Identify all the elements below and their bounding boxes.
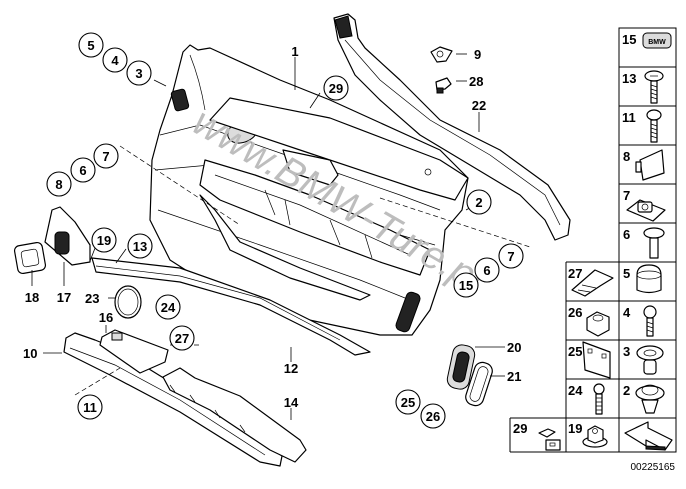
callout-8: 8 [46,171,72,197]
circled-callouts: 5 4 3 29 7 6 8 19 13 24 27 11 2 7 6 15 2… [46,32,524,429]
svg-text:24: 24 [161,300,176,315]
callout-29-top: 29 [323,75,349,101]
svg-text:13: 13 [133,239,147,254]
label-23: 23 [85,291,99,306]
label-16: 16 [99,310,113,325]
svg-text:29: 29 [329,81,343,96]
bolt-24-icon [593,383,605,415]
speaker-ring-23 [114,285,142,319]
trim-strip [91,257,371,356]
svg-text:15: 15 [459,278,473,293]
callout-15-main: 15 [453,272,479,298]
svg-text:2: 2 [475,195,482,210]
grid-label-5: 5 [623,266,630,281]
svg-text:5: 5 [87,38,94,53]
clip-9 [430,46,453,63]
grid-label-7: 7 [623,188,630,203]
grab-handle [333,13,571,241]
switch-carrier [162,367,307,463]
label-14: 14 [284,395,299,410]
grid-label-4: 4 [623,305,631,320]
grid-label-24: 24 [568,383,583,398]
svg-text:4: 4 [111,53,119,68]
callout-2-main: 2 [466,189,492,215]
grid-label-11: 11 [622,110,636,125]
switch-cover [99,329,169,374]
clip-28 [435,77,452,94]
grid-label-29: 29 [513,421,527,436]
direction-arrow-icon [624,421,673,451]
svg-text:7: 7 [102,149,109,164]
svg-text:7: 7 [507,249,514,264]
label-17: 17 [57,290,71,305]
callout-24: 24 [155,294,181,320]
grid-label-13: 13 [622,71,636,86]
label-28: 28 [469,74,483,89]
clip-plate-icon [582,341,611,379]
label-10: 10 [23,346,37,361]
push-clip-icon [635,384,665,414]
screw-4-icon [643,305,657,337]
svg-text:8: 8 [55,177,62,192]
svg-text:3: 3 [135,66,142,81]
cover-flap-icon [635,149,665,181]
grid-label-25: 25 [568,344,582,359]
bolt-6-icon [643,227,665,259]
callout-11-main: 11 [77,394,103,420]
svg-text:25: 25 [401,395,415,410]
grid-label-8: 8 [623,149,630,164]
hardware-grid: 15 13 11 8 7 6 5 4 3 2 27 26 25 24 19 29… [509,27,677,473]
label-21: 21 [507,369,521,384]
cap-icon [636,264,662,294]
svg-text:27: 27 [175,331,189,346]
drawing-number: 00225165 [631,462,676,473]
flange-nut-icon [582,425,608,448]
svg-text:26: 26 [426,409,440,424]
callout-19: 19 [91,227,117,253]
grid-label-6: 6 [623,227,630,242]
grid-label-15: 15 [622,32,636,47]
callout-27-main: 27 [169,325,195,351]
svg-text:11: 11 [83,400,97,415]
callout-6-right: 6 [474,257,500,283]
vent-panel-17 [44,206,91,266]
svg-text:BMW: BMW [648,39,666,46]
clip-nut-icon [626,199,666,222]
callout-13: 13 [127,233,153,259]
vent-bezel-18 [13,241,47,275]
door-trim-panel [149,44,469,336]
vent-20 [446,344,476,390]
screw-13-icon [644,70,664,104]
hex-nut-icon [586,311,610,337]
grid-label-19: 19 [568,421,582,436]
plain-callouts: 1 9 28 22 18 17 23 16 10 12 14 20 21 [23,44,521,410]
callout-26-main: 26 [420,403,446,429]
emblem-badge-icon: BMW [642,32,672,49]
label-12: 12 [284,361,298,376]
svg-text:19: 19 [97,233,111,248]
grid-label-3: 3 [623,344,630,359]
label-20: 20 [507,340,521,355]
screw-11-icon [646,109,662,143]
callout-6-left: 6 [70,157,96,183]
gasket-21 [465,361,493,407]
clip-29-icon [538,428,561,451]
label-9: 9 [474,47,481,62]
callout-7-left: 7 [93,143,119,169]
grid-label-27: 27 [568,266,582,281]
callout-7-right: 7 [498,243,524,269]
label-1: 1 [291,44,298,59]
label-18: 18 [25,290,39,305]
callout-3: 3 [126,60,152,86]
grid-label-26: 26 [568,305,582,320]
spring-clip-icon [571,269,614,297]
callout-25-main: 25 [395,389,421,415]
callout-5: 5 [78,32,104,58]
svg-text:6: 6 [483,263,490,278]
svg-text:6: 6 [79,163,86,178]
label-22: 22 [472,98,486,113]
expanding-rivet-icon [636,345,664,375]
callout-4: 4 [102,47,128,73]
grid-label-2: 2 [623,383,630,398]
